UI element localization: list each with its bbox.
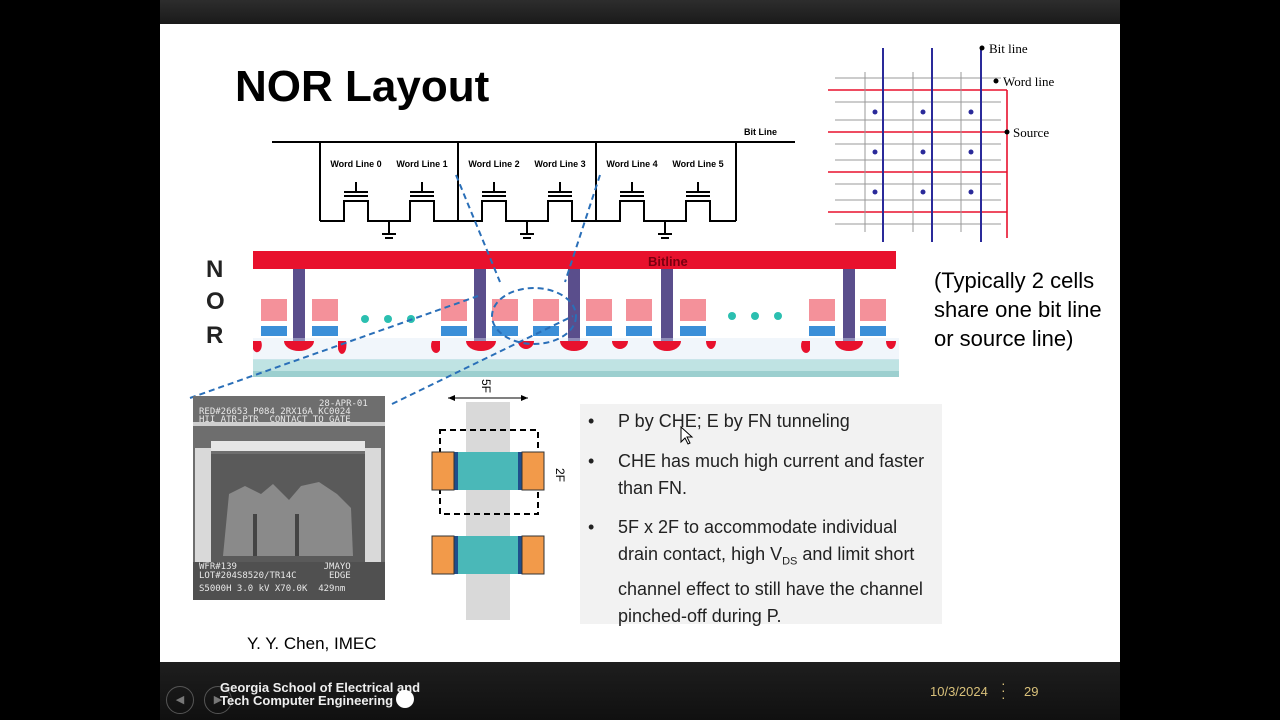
word-line-label: Word Line 4 [606,159,657,169]
word-line-label: Word Line 1 [396,159,447,169]
bitline-label: Bitline [648,254,688,269]
university-logo: Georgia School of Electrical and Tech Co… [220,680,421,708]
cell-width-label: 5F [479,379,493,393]
array-source-label: Source [1013,125,1049,140]
sem-caption: RED#26653 P084 2RX16A KC0024 [199,407,351,417]
nor-schematic: Bit Line Word Line 0 Word Line 1 Word Li… [272,127,795,239]
bullet-item: P by CHE; E by FN tunneling [588,408,938,435]
sem-caption: S5000H 3.0 kV X70.0K 429nm [199,584,346,594]
nor-array-schematic: Bit line Word line Source [828,42,1055,242]
sem-micrograph-image: 28-APR-01 RED#26653 P084 2RX16A KC0024 H… [193,396,385,600]
zoom-lines [189,174,601,405]
word-line-label: Word Line 2 [468,159,519,169]
nor-cross-section: Bitline [253,251,899,377]
previous-slide-button[interactable]: ◀ [166,686,194,714]
schematic-bit-line-label: Bit Line [744,127,777,137]
word-line-label: Word Line 3 [534,159,585,169]
sem-caption: WFR#139 JMAYO [199,562,351,572]
more-options-icon[interactable]: ··· [1001,675,1006,705]
slide-date: 10/3/2024 [930,684,988,699]
window-top-bar [160,0,1120,24]
slide-title: NOR Layout [235,62,490,111]
next-slide-button[interactable]: ▶ [204,686,232,714]
nor-letter: N [206,256,224,283]
sem-caption: 28-APR-01 [319,399,368,409]
slide: NOR Layout Bit Lin [160,24,1120,662]
sem-caption: LOT#204S8520/TR14C EDGE [199,571,351,581]
cell-height-label: 2F [553,468,567,482]
shared-line-note: (Typically 2 cells share one bit line or… [934,268,1102,351]
array-bit-line-label: Bit line [989,42,1028,56]
nor-letter: R [206,322,224,349]
bullet-item: CHE has much high current and faster tha… [588,448,938,502]
nor-letter: O [206,288,225,315]
image-credit: Y. Y. Chen, IMEC [247,634,377,653]
bullet-item: 5F x 2F to accommodate individual drain … [588,514,938,630]
word-line-label: Word Line 5 [672,159,723,169]
sem-caption: HII ATR-PTR CONTACT TO GATE [199,415,351,425]
camera-icon[interactable] [396,690,414,708]
cell-layout-diagram: 5F 2F [431,379,567,620]
word-line-label: Word Line 0 [330,159,381,169]
mouse-cursor-icon [680,426,694,445]
presentation-footer: ◀ ▶ Georgia School of Electrical and Tec… [160,662,1120,720]
slide-number: 29 [1024,684,1039,699]
bullet-list: P by CHE; E by FN tunneling CHE has much… [580,404,942,626]
array-word-line-label: Word line [1003,74,1055,89]
